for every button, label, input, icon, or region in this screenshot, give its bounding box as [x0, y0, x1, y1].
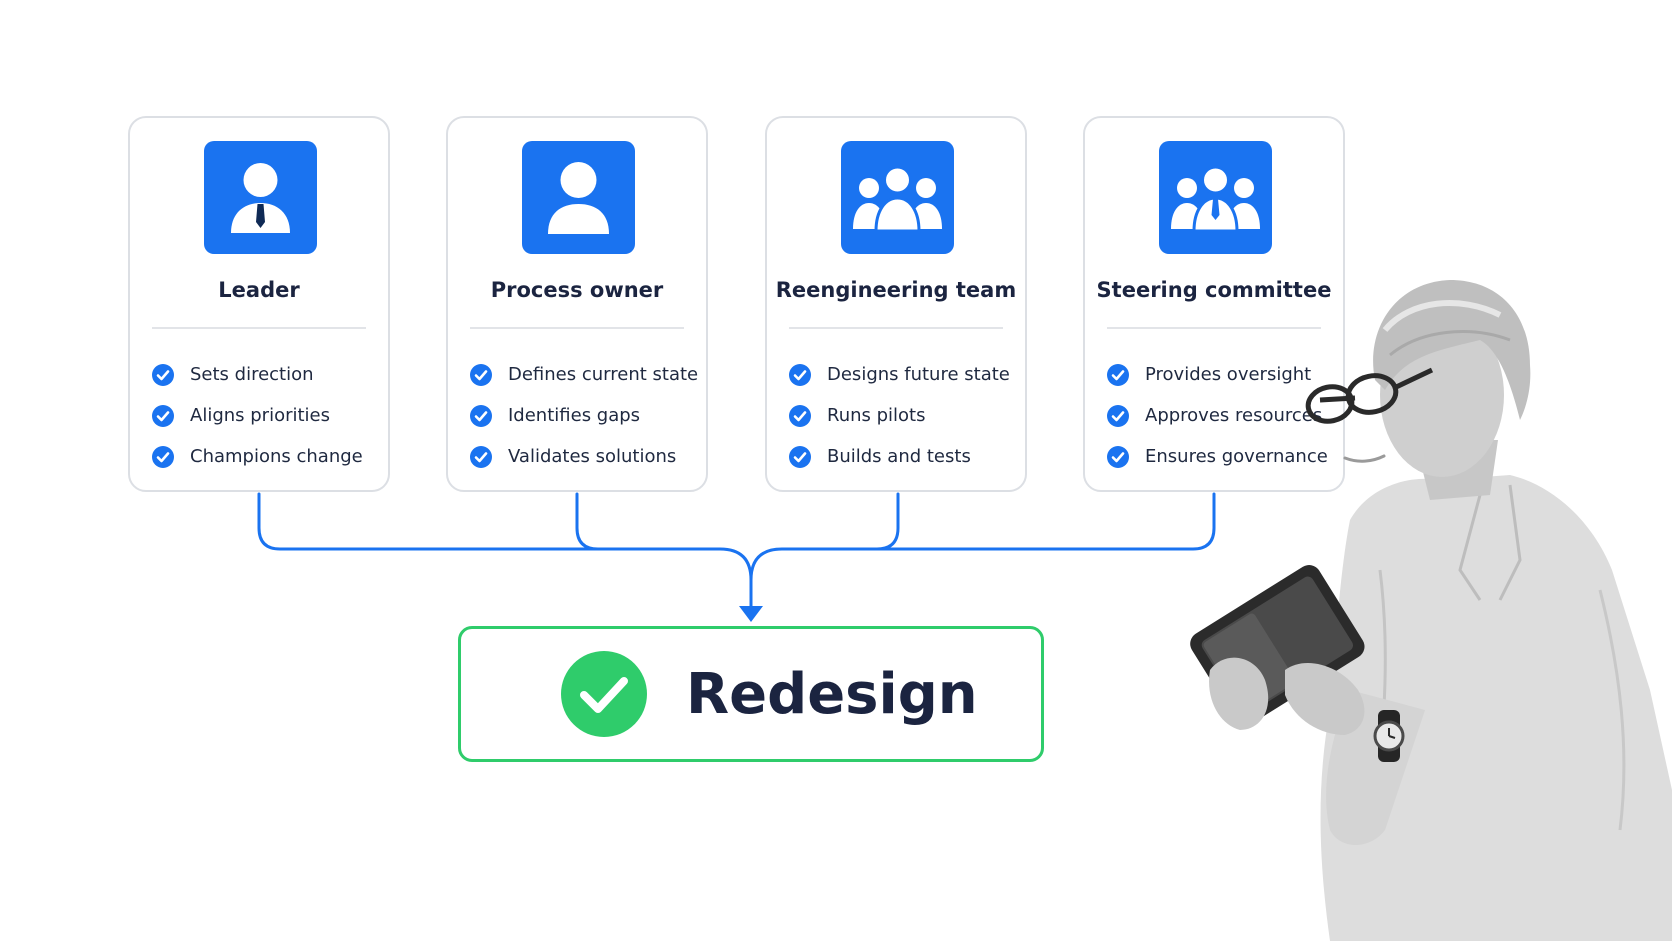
card-title: Steering committee: [1096, 278, 1332, 302]
card-title: Leader: [218, 278, 300, 302]
task-item: Sets direction: [152, 354, 382, 395]
task-label: Champions change: [190, 446, 363, 467]
card-divider: [789, 327, 1003, 329]
check-icon: [1107, 445, 1129, 468]
task-item: Identifies gaps: [470, 395, 700, 436]
task-label: Defines current state: [508, 364, 699, 385]
task-item: Champions change: [152, 436, 382, 477]
check-circle-icon: [561, 651, 647, 737]
check-icon: [1107, 404, 1129, 427]
role-card-process-owner: Process owner Defines current state Iden…: [446, 116, 708, 492]
task-label: Sets direction: [190, 364, 314, 385]
card-divider: [470, 327, 684, 329]
check-icon: [152, 445, 174, 468]
task-label: Runs pilots: [827, 405, 926, 426]
task-label: Approves resources: [1145, 405, 1323, 426]
person-icon: [522, 141, 635, 254]
check-icon: [789, 445, 811, 468]
task-label: Builds and tests: [827, 446, 971, 467]
outcome-label: Redesign: [686, 662, 978, 727]
connector-process-owner: [575, 492, 600, 551]
task-item: Aligns priorities: [152, 395, 382, 436]
check-icon: [152, 363, 174, 386]
task-list: Provides oversight Approves resources En…: [1107, 354, 1337, 477]
connector-reengineering-team: [875, 492, 900, 551]
connector-leader: [257, 492, 753, 610]
task-label: Aligns priorities: [190, 405, 331, 426]
arrowhead-icon: [739, 606, 763, 622]
task-item: Ensures governance: [1107, 436, 1337, 477]
check-icon: [789, 404, 811, 427]
task-item: Builds and tests: [789, 436, 1019, 477]
group-with-leader-icon: [1159, 141, 1272, 254]
task-item: Defines current state: [470, 354, 700, 395]
check-icon: [470, 445, 492, 468]
task-label: Ensures governance: [1145, 446, 1328, 467]
task-item: Designs future state: [789, 354, 1019, 395]
task-list: Defines current state Identifies gaps Va…: [470, 354, 700, 477]
task-list: Designs future state Runs pilots Builds …: [789, 354, 1019, 477]
task-label: Provides oversight: [1145, 364, 1312, 385]
task-label: Designs future state: [827, 364, 1010, 385]
check-icon: [1107, 363, 1129, 386]
card-divider: [152, 327, 366, 329]
task-item: Approves resources: [1107, 395, 1337, 436]
group-icon: [841, 141, 954, 254]
task-item: Runs pilots: [789, 395, 1019, 436]
check-icon: [470, 363, 492, 386]
person-with-tie-icon: [204, 141, 317, 254]
check-icon: [789, 363, 811, 386]
outcome-box: Redesign: [458, 626, 1044, 762]
task-list: Sets direction Aligns priorities Champio…: [152, 354, 382, 477]
check-icon: [470, 404, 492, 427]
card-title: Process owner: [490, 278, 664, 302]
task-label: Identifies gaps: [508, 405, 641, 426]
connector-steering-committee: [749, 492, 1216, 582]
role-card-leader: Leader Sets direction Aligns priorities …: [128, 116, 390, 492]
role-card-reengineering-team: Reengineering team Designs future state …: [765, 116, 1027, 492]
task-label: Validates solutions: [508, 446, 677, 467]
card-title: Reengineering team: [775, 278, 1017, 302]
check-icon: [152, 404, 174, 427]
task-item: Provides oversight: [1107, 354, 1337, 395]
role-card-steering-committee: Steering committee Provides oversight Ap…: [1083, 116, 1345, 492]
card-divider: [1107, 327, 1321, 329]
person-with-tablet-illustration: [1190, 280, 1672, 941]
task-item: Validates solutions: [470, 436, 700, 477]
